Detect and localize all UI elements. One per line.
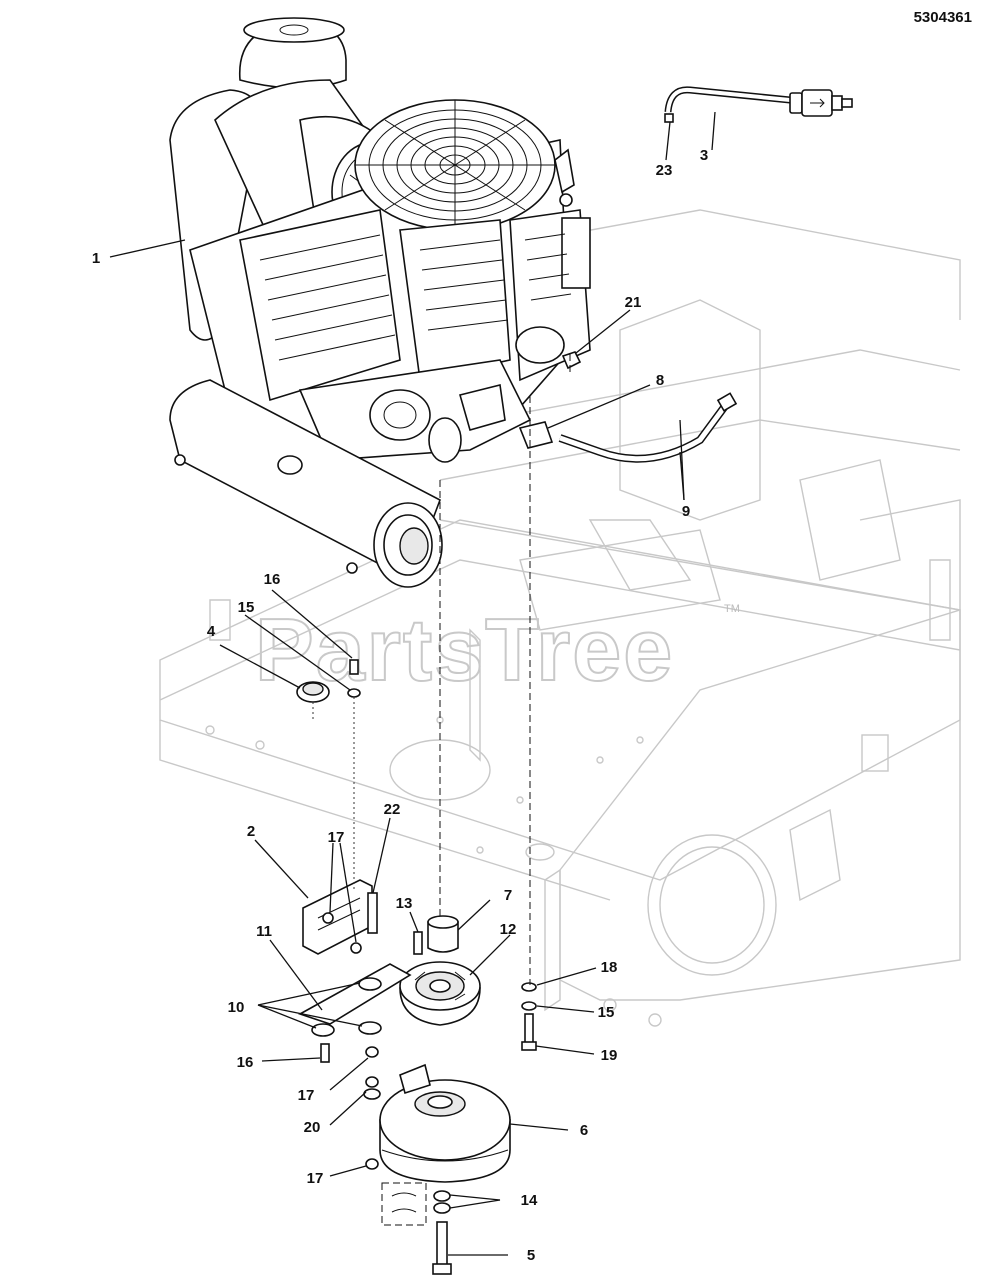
callout-2: 2 bbox=[247, 823, 255, 840]
svg-text:TM: TM bbox=[724, 603, 740, 615]
callout-17-lower: 17 bbox=[307, 1170, 324, 1187]
callout-4: 4 bbox=[207, 623, 216, 640]
svg-text:PartsTree: PartsTree bbox=[255, 600, 674, 699]
part-18-15-19-fasteners bbox=[521, 982, 537, 1051]
part-13-pin bbox=[413, 931, 423, 955]
hose-assembly bbox=[518, 392, 738, 463]
callout-15-upper: 15 bbox=[238, 599, 255, 616]
part-20-washer bbox=[363, 1088, 381, 1100]
part-16-bolt-upper bbox=[347, 659, 361, 698]
callout-1: 1 bbox=[92, 250, 100, 267]
callout-19: 19 bbox=[601, 1047, 618, 1064]
callout-23: 23 bbox=[656, 162, 673, 179]
part-4-spacer bbox=[296, 681, 330, 703]
callout-14: 14 bbox=[521, 1192, 538, 1209]
callout-12: 12 bbox=[500, 921, 517, 938]
callout-22: 22 bbox=[384, 801, 401, 818]
alignment-lines bbox=[312, 352, 571, 985]
callout-5: 5 bbox=[527, 1247, 535, 1264]
fuel-line-with-filter bbox=[664, 86, 853, 123]
callout-11: 11 bbox=[256, 923, 272, 940]
part-17-nuts bbox=[365, 1046, 379, 1170]
part-14-spacers bbox=[381, 1182, 451, 1226]
callout-10: 10 bbox=[228, 999, 245, 1016]
callout-15-lower: 15 bbox=[598, 1004, 615, 1021]
callout-17-middle: 17 bbox=[298, 1087, 315, 1104]
callout-16-lower: 16 bbox=[237, 1054, 254, 1071]
callout-9: 9 bbox=[682, 503, 690, 520]
callout-13: 13 bbox=[396, 895, 413, 912]
part-7-bushing bbox=[427, 915, 459, 953]
engine-assembly bbox=[169, 17, 591, 588]
callout-20: 20 bbox=[304, 1119, 321, 1136]
part-5-bolt bbox=[432, 1221, 452, 1275]
callout-18: 18 bbox=[601, 959, 618, 976]
callout-7: 7 bbox=[504, 887, 512, 904]
mower-frame bbox=[159, 209, 961, 1027]
leader-lines bbox=[109, 111, 716, 1256]
callout-16-upper: 16 bbox=[264, 571, 281, 588]
part-21-nut bbox=[561, 351, 582, 370]
part-6-electric-clutch bbox=[379, 1063, 511, 1183]
watermark: PartsTree TM bbox=[254, 599, 740, 700]
part-2-bracket bbox=[302, 879, 378, 955]
callout-3: 3 bbox=[700, 147, 708, 164]
part-16-bolt-lower bbox=[320, 1043, 330, 1063]
part-number: 5304361 bbox=[914, 9, 972, 26]
callout-8: 8 bbox=[656, 372, 664, 389]
part-11-plate bbox=[298, 963, 412, 1025]
callout-labels: 1 2 3 4 5 6 7 8 9 10 11 12 13 14 15 15 1… bbox=[92, 147, 708, 1264]
callout-21: 21 bbox=[625, 294, 642, 311]
callout-6: 6 bbox=[580, 1122, 588, 1139]
part-10-washers bbox=[311, 977, 382, 1037]
part-12-pulley bbox=[399, 961, 481, 1026]
callout-17-upper: 17 bbox=[328, 829, 345, 846]
